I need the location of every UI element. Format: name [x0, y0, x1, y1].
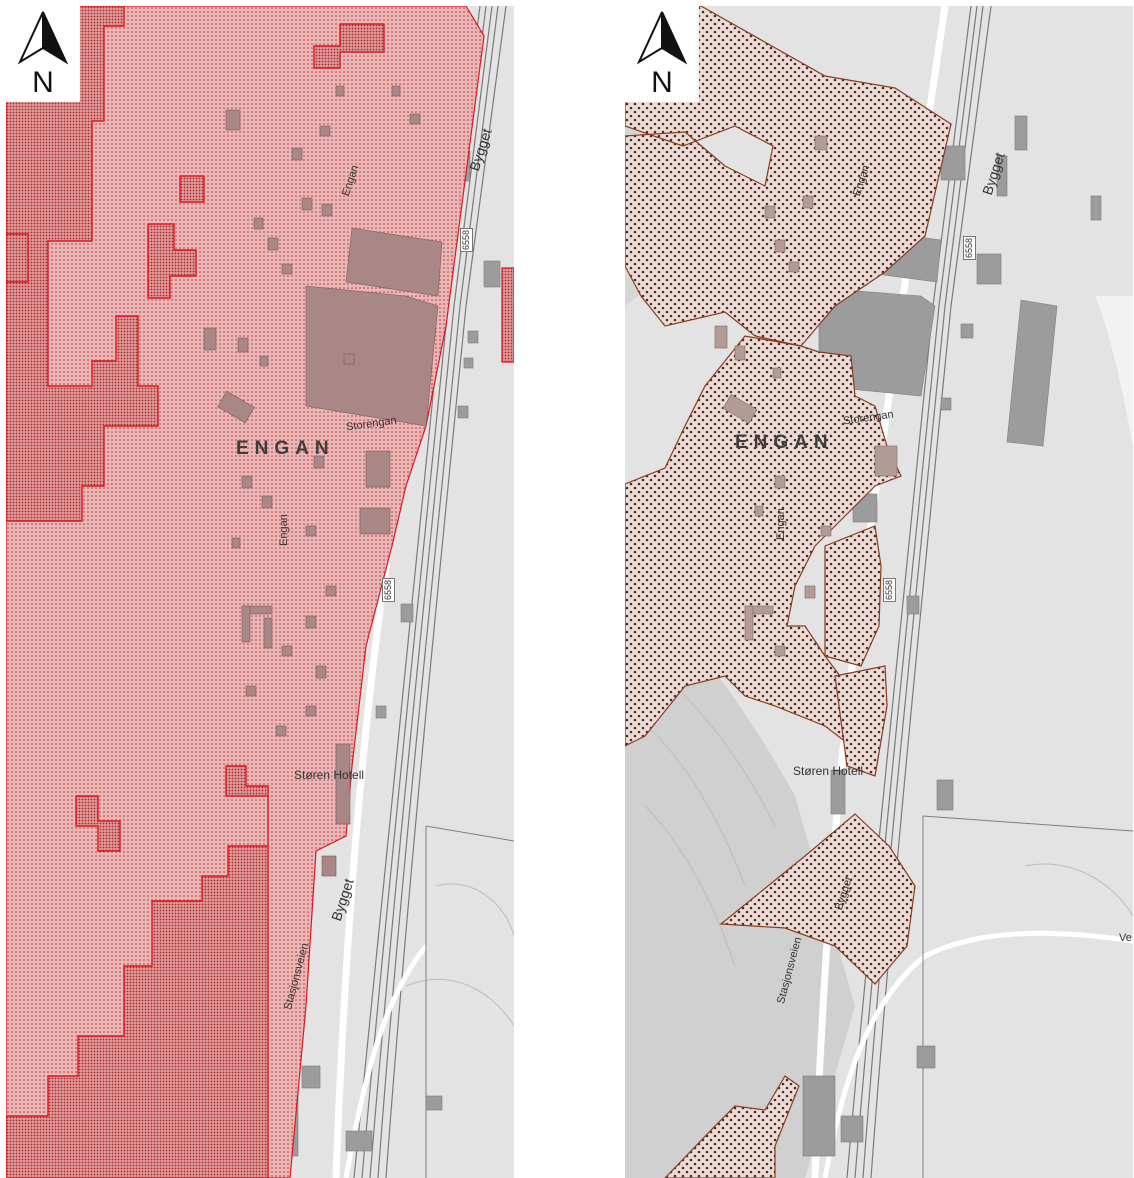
poi-label-hotel: Støren Hotell — [294, 768, 365, 782]
hazard-zone-dense-square-2 — [179, 175, 205, 203]
road-number-mid: 6558 — [382, 577, 395, 602]
buildings-in-overlay — [714, 135, 898, 657]
hazard-zone-dense-square-3 — [147, 223, 197, 299]
hazard-zone-dense-square-5 — [75, 795, 121, 852]
river-bank — [1095, 296, 1133, 446]
map-panel-right[interactable]: ENGAN Bygget Engan Engan Storengan 6558 … — [625, 6, 1133, 1178]
basemap-left — [6, 6, 514, 1178]
power-line — [425, 825, 514, 1178]
hazard-zone-dense-square-4 — [6, 233, 29, 283]
map-panel-left[interactable]: ENGAN Bygget Engan Engan Storengan 6558 … — [6, 6, 514, 1178]
buildings-in-zone — [203, 85, 443, 877]
north-letter: N — [651, 66, 673, 99]
overlay-zone-south — [719, 813, 916, 985]
hazard-zone-dense-west — [6, 6, 159, 522]
overlay-zone-north — [625, 6, 952, 347]
north-arrow-icon — [17, 11, 69, 65]
road-label-ve: Ve — [1119, 932, 1132, 944]
overlay-zone-hotel — [834, 665, 888, 777]
road-number-top: 6558 — [460, 227, 473, 252]
hazard-zone-dense-south — [6, 765, 269, 1178]
terrain-contours — [625, 645, 1133, 967]
overlay-zone-center-east — [824, 525, 882, 667]
overlay-zone-middle — [625, 335, 902, 758]
road-label-engan-south: Engan — [775, 508, 787, 540]
poi-label-hotel: Støren Hotell — [793, 764, 864, 778]
road-number-top: 6558 — [963, 235, 976, 260]
road-number-mid: 6558 — [883, 577, 896, 602]
north-arrow: N — [625, 6, 699, 102]
hazard-zone-east-edge — [501, 267, 514, 363]
overlay-zone-bottom — [664, 1075, 800, 1178]
power-line — [922, 815, 1133, 1178]
place-label-engan: ENGAN — [735, 432, 834, 453]
north-letter: N — [32, 66, 54, 99]
basemap-right — [625, 6, 1133, 1178]
north-arrow: N — [6, 6, 80, 102]
road-label-engan-south: Engan — [278, 514, 290, 546]
place-label-engan: ENGAN — [236, 438, 335, 459]
north-arrow-icon — [636, 11, 688, 65]
hazard-zone-dense-square-1 — [313, 23, 385, 69]
overlay-zones — [625, 6, 952, 1178]
road-lower — [822, 930, 1133, 1178]
